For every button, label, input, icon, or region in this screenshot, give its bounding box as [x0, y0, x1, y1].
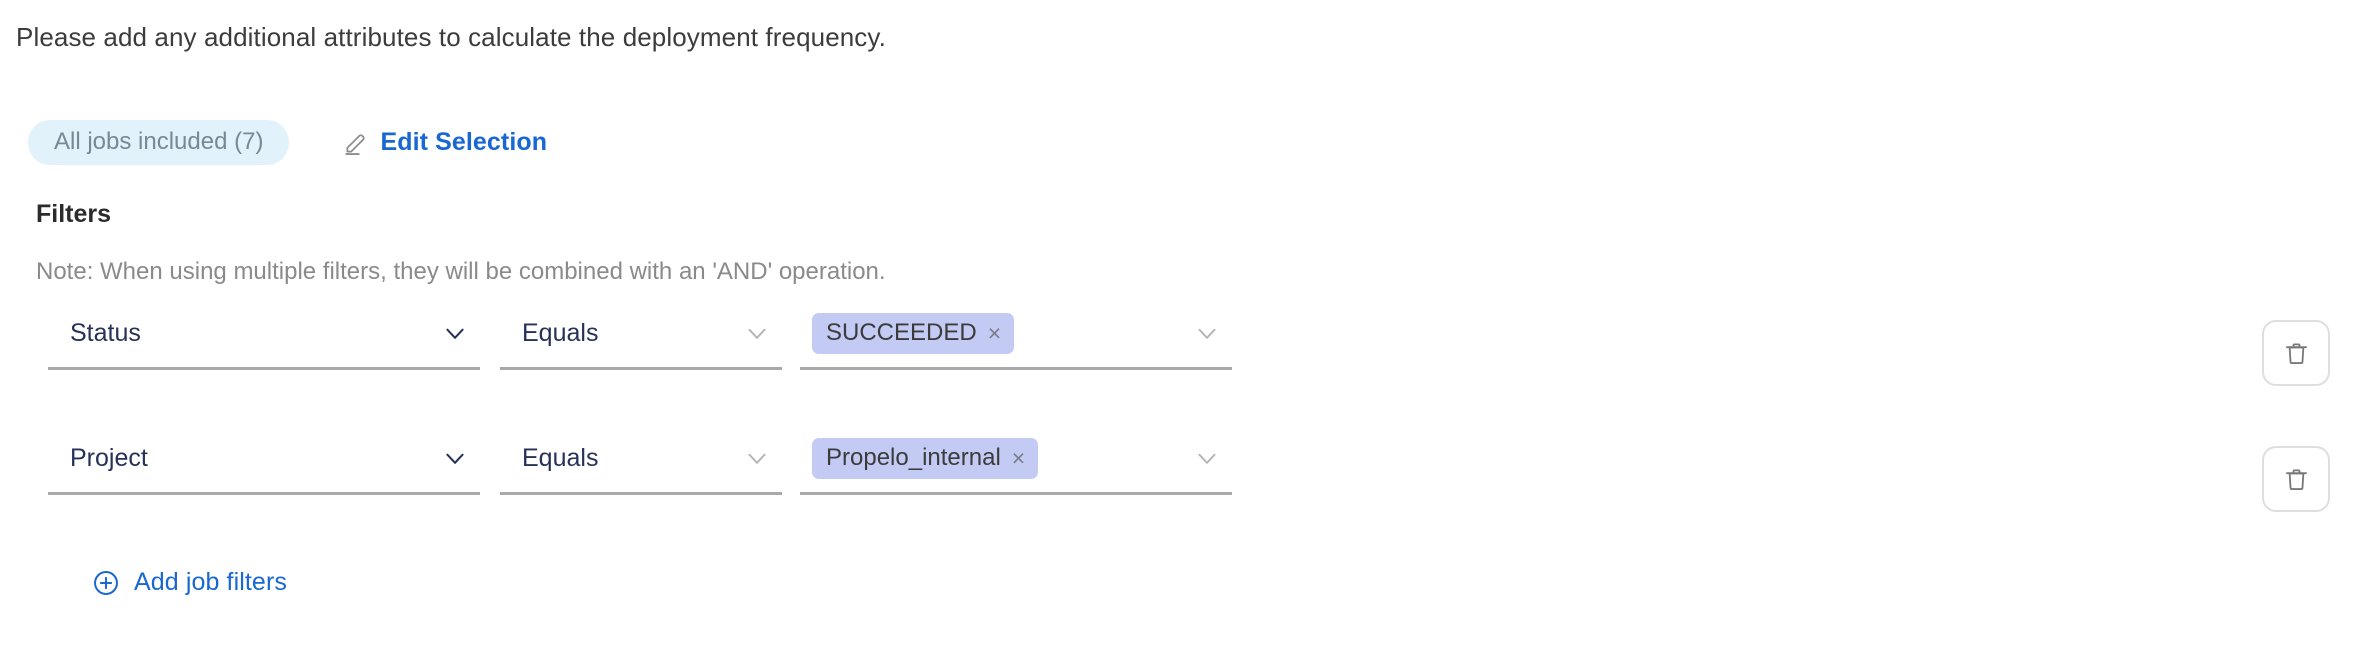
filters-heading: Filters: [36, 200, 112, 228]
filter-attribute-select[interactable]: Project: [48, 425, 480, 495]
chevron-down-icon: [1194, 445, 1220, 471]
trash-icon: [2283, 340, 2310, 367]
chevron-down-icon: [442, 320, 468, 346]
filter-value-chip-label: Propelo_internal: [826, 444, 1001, 471]
filter-operator-value: Equals: [522, 444, 599, 472]
filter-value-chip[interactable]: Propelo_internal ×: [812, 438, 1039, 479]
filter-operator-value: Equals: [522, 319, 599, 347]
chevron-down-icon: [744, 320, 770, 346]
delete-filter-button[interactable]: [2262, 320, 2330, 386]
delete-filter-button[interactable]: [2262, 446, 2330, 512]
filter-attribute-select[interactable]: Status: [48, 300, 480, 370]
filter-operator-select[interactable]: Equals: [500, 300, 782, 370]
add-job-filters-label: Add job filters: [134, 568, 287, 596]
chevron-down-icon: [1194, 320, 1220, 346]
jobs-included-badge: All jobs included (7): [28, 120, 290, 165]
filters-note: Note: When using multiple filters, they …: [36, 258, 886, 285]
plus-circle-icon: [92, 569, 120, 597]
selection-summary-row: All jobs included (7) Edit Selection: [28, 120, 547, 165]
intro-text: Please add any additional attributes to …: [16, 22, 886, 52]
filter-value-chip-label: SUCCEEDED: [826, 319, 977, 346]
close-icon[interactable]: ×: [987, 319, 1002, 346]
filter-value-chip[interactable]: SUCCEEDED ×: [812, 313, 1015, 354]
trash-icon: [2283, 466, 2310, 493]
edit-selection-label: Edit Selection: [380, 128, 548, 156]
edit-selection-button[interactable]: Edit Selection: [343, 128, 547, 157]
add-job-filters-button[interactable]: Add job filters: [92, 568, 287, 597]
pencil-icon: [343, 130, 369, 156]
filter-attribute-value: Project: [70, 444, 148, 472]
close-icon[interactable]: ×: [1011, 444, 1026, 471]
filter-value-select[interactable]: SUCCEEDED ×: [800, 300, 1232, 370]
filter-attribute-value: Status: [70, 319, 141, 347]
filter-value-select[interactable]: Propelo_internal ×: [800, 425, 1232, 495]
chevron-down-icon: [442, 445, 468, 471]
filter-operator-select[interactable]: Equals: [500, 425, 782, 495]
chevron-down-icon: [744, 445, 770, 471]
